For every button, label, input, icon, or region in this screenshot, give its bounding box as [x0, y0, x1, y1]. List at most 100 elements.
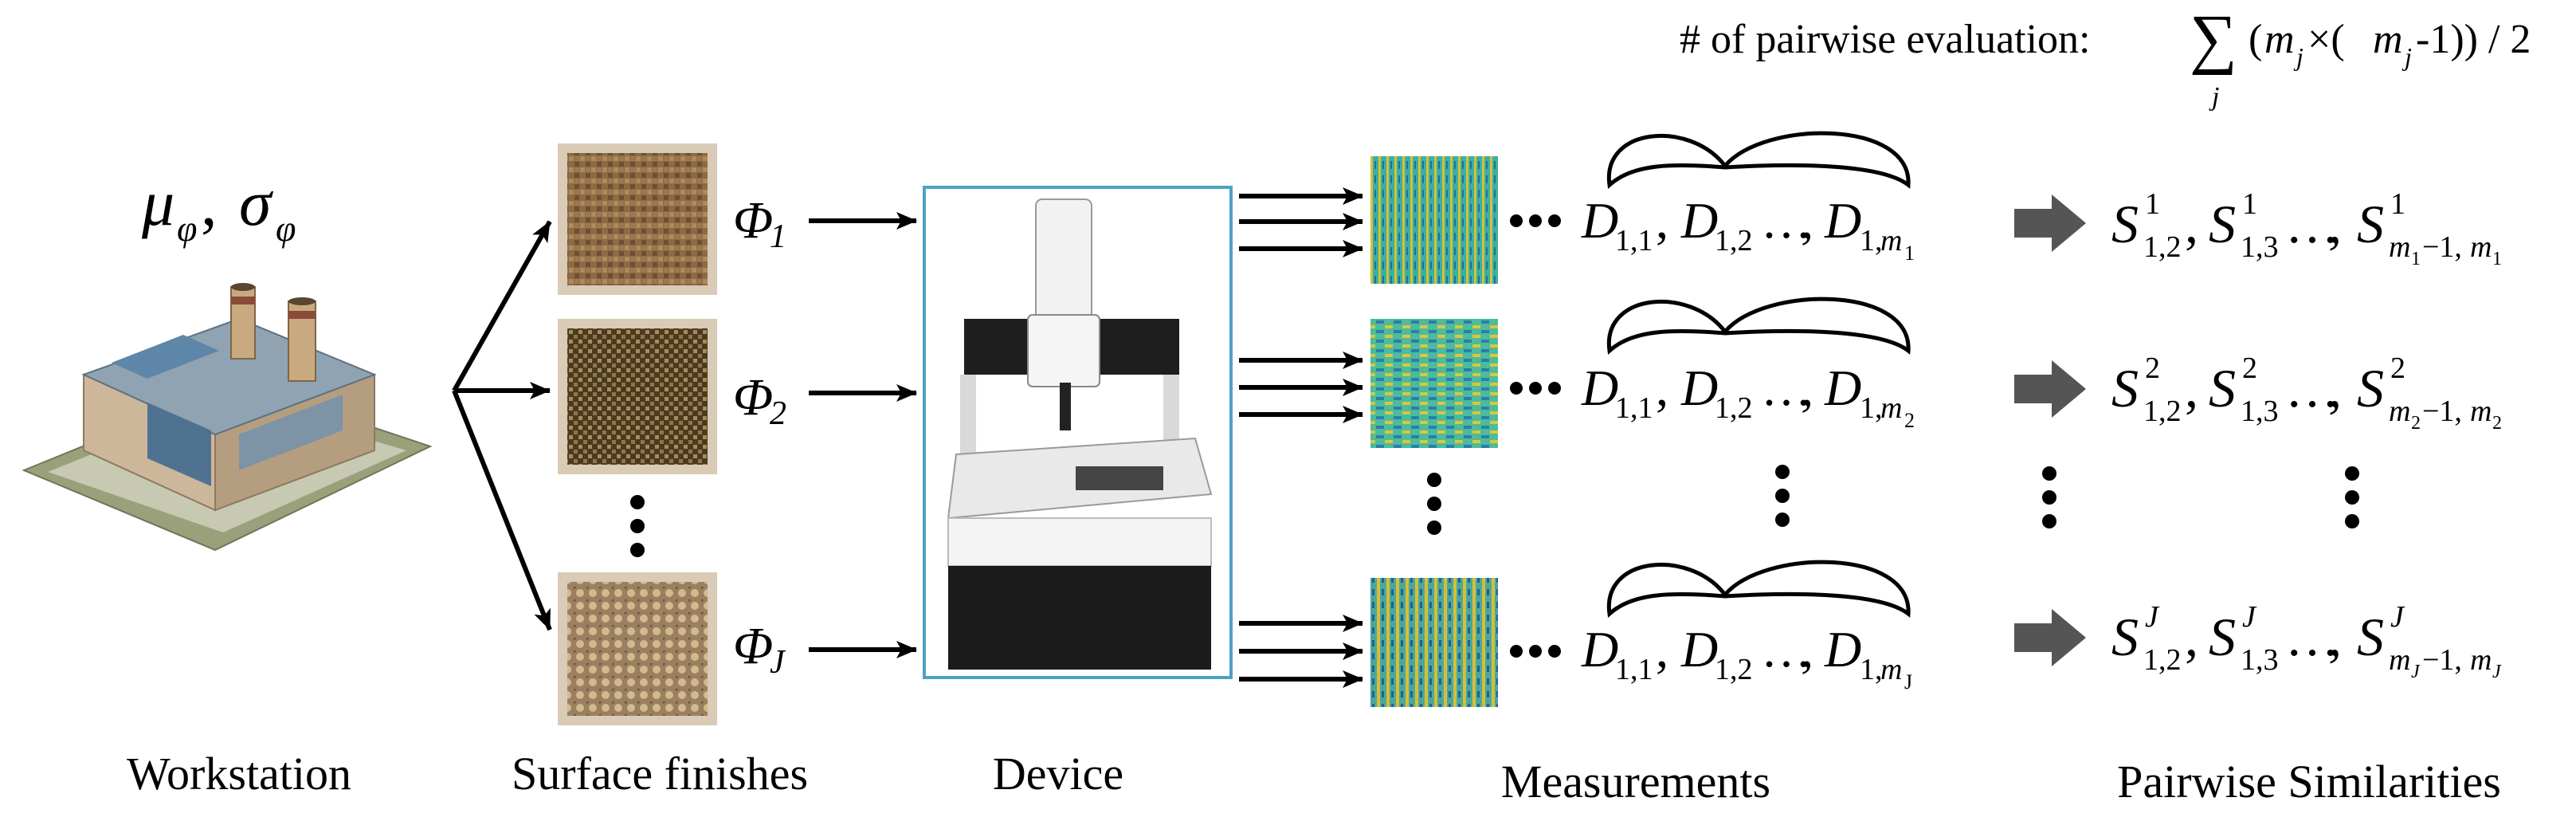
svg-text:,: ,	[1801, 192, 1813, 249]
similarity-row-2: S 2 1,2 , S 2 1,3 … , S 2 m 2 −1, m 2	[2111, 352, 2502, 434]
param-comma: ,	[201, 167, 218, 239]
fat-arrow-row-2	[2014, 360, 2086, 418]
svg-text:D: D	[1680, 359, 1718, 416]
svg-text:,: ,	[1656, 621, 1668, 678]
svg-text:1,3: 1,3	[2241, 230, 2279, 264]
svg-text:D: D	[1824, 621, 1861, 678]
svg-text:1,2: 1,2	[2143, 643, 2182, 677]
similarity-arrows	[2014, 194, 2086, 666]
svg-text:m: m	[1880, 391, 1902, 425]
svg-text:D: D	[1680, 192, 1718, 249]
formula-tail: -1)) / 2	[2416, 17, 2531, 62]
measurement-heatmaps	[1370, 156, 1498, 707]
device-input-arrows	[809, 212, 917, 658]
svg-text:1,2: 1,2	[1715, 653, 1753, 686]
mu-subscript: φ	[177, 208, 197, 249]
label-pairwise-similarities: Pairwise Similarities	[2117, 756, 2501, 807]
svg-text:2: 2	[1904, 409, 1915, 432]
svg-text:,: ,	[2328, 607, 2342, 667]
svg-text:1,: 1,	[1860, 391, 1883, 425]
svg-text:m: m	[2389, 230, 2410, 264]
svg-text:1: 1	[2390, 187, 2405, 221]
device-probe	[1060, 383, 1071, 430]
svg-text:…: …	[1761, 359, 1812, 416]
svg-text:D: D	[1824, 359, 1861, 416]
svg-text:m: m	[1880, 224, 1902, 257]
formula-j1: j	[2293, 42, 2304, 71]
svg-text:,: ,	[1801, 359, 1813, 416]
phi-1: Φ	[733, 191, 773, 249]
svg-text:1: 1	[2145, 187, 2160, 221]
svg-text:…: …	[2285, 358, 2339, 418]
factory-illustration	[22, 283, 433, 552]
heatmap-row-J	[1370, 578, 1498, 707]
arch-row-1	[1606, 131, 1911, 190]
svg-text:m: m	[2470, 395, 2492, 428]
svg-text:1: 1	[1904, 242, 1915, 265]
svg-text:…: …	[1761, 621, 1812, 678]
row-ellipsis-dots	[1510, 214, 1561, 658]
similarity-row-1: S 1 1,2 , S 1 1,3 … , S 1 m 1 −1, m 1	[2111, 187, 2502, 269]
svg-text:,: ,	[1656, 359, 1668, 416]
formula-times: ×(	[2307, 17, 2345, 62]
svg-text:m: m	[2389, 395, 2410, 428]
svg-text:D: D	[1581, 359, 1618, 416]
finish-labels: Φ 1 Φ 2 Φ J	[733, 191, 786, 681]
measurement-device	[923, 186, 1233, 679]
heatmap-row-1	[1370, 156, 1498, 284]
measurement-row-2: D 1,1 , D 1,2 … , D 1, m 2	[1581, 359, 1915, 432]
formula-open-paren: (	[2249, 17, 2262, 62]
heatmap-row-2	[1370, 319, 1498, 448]
svg-text:1,1: 1,1	[1615, 391, 1653, 425]
formula-j2: j	[2402, 42, 2412, 71]
phi-2-sub: 2	[770, 395, 786, 432]
surface-finish-samples	[558, 143, 717, 725]
device-column	[1035, 198, 1092, 328]
sigma-subscript: j	[2209, 82, 2219, 112]
svg-text:S: S	[2357, 194, 2384, 254]
svg-text:…: …	[2285, 194, 2339, 254]
svg-text:1,: 1,	[1860, 653, 1883, 686]
svg-text:J: J	[1904, 670, 1912, 693]
finish-sample-1	[567, 153, 708, 285]
svg-text:m: m	[2470, 643, 2492, 677]
svg-text:1: 1	[2492, 249, 2502, 269]
arch-row-2	[1606, 297, 1911, 356]
device-control-panel	[1076, 466, 1163, 490]
finish-sample-2	[567, 328, 708, 465]
finish-branch-arrows	[452, 220, 552, 631]
factory-skylight	[112, 335, 219, 379]
svg-text:J: J	[2145, 600, 2160, 634]
svg-text:1,1: 1,1	[1615, 653, 1653, 686]
svg-text:,: ,	[2185, 358, 2198, 418]
arrow-to-finish-J	[452, 389, 552, 631]
svg-text:S: S	[2111, 194, 2139, 254]
formula-m1: m	[2264, 17, 2295, 62]
svg-text:J: J	[2390, 600, 2405, 634]
finish-sample-J	[567, 582, 708, 716]
svg-text:,: ,	[2185, 194, 2198, 254]
svg-text:S: S	[2357, 358, 2384, 418]
svg-text:1,1: 1,1	[1615, 224, 1653, 257]
svg-text:J: J	[2242, 600, 2257, 634]
svg-text:1: 1	[2242, 187, 2257, 221]
svg-text:S: S	[2209, 194, 2236, 254]
sigma-param: σ	[239, 167, 274, 239]
svg-text:m: m	[1880, 653, 1902, 686]
fat-arrow-row-1	[2014, 194, 2086, 252]
label-measurements: Measurements	[1501, 756, 1770, 807]
svg-text:S: S	[2111, 607, 2139, 667]
svg-text:2: 2	[2145, 352, 2160, 385]
svg-text:1,2: 1,2	[1715, 224, 1753, 257]
pairwise-arches	[1606, 131, 1911, 619]
svg-text:1,2: 1,2	[2143, 395, 2182, 428]
svg-text:1,2: 1,2	[2143, 230, 2182, 264]
svg-text:2: 2	[2242, 352, 2257, 385]
sigma-subscript-param: φ	[276, 208, 296, 249]
svg-text:…: …	[1761, 192, 1812, 249]
label-device: Device	[993, 748, 1123, 799]
svg-text:2: 2	[2390, 352, 2405, 385]
arrow-to-finish-1	[452, 220, 552, 392]
label-workstation: Workstation	[127, 748, 351, 799]
